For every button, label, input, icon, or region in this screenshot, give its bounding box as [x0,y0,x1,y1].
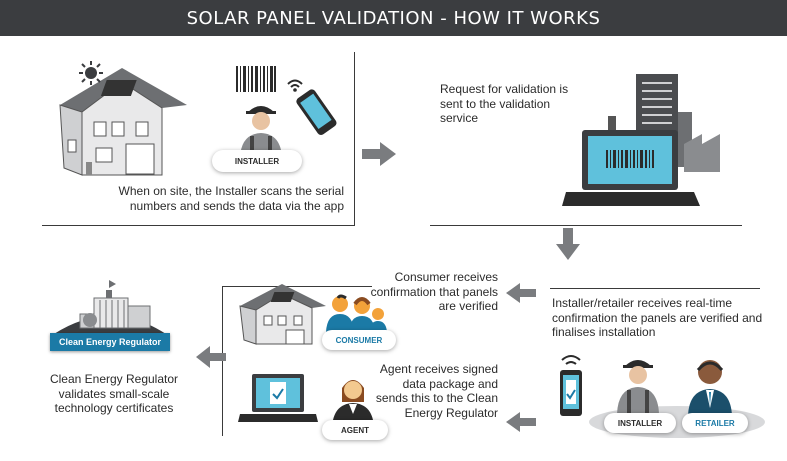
step-consumer-confirm-text: Consumer receives confirmation that pane… [370,270,498,313]
divider-bottom-left [222,286,372,287]
divider-top-left-vertical [354,52,355,226]
validation-service-illustration [562,74,720,206]
retailer-badge-label: RETAILER [695,418,735,428]
divider-bottom-right [550,288,760,289]
agent-laptop-illustration [238,374,318,422]
regulator-banner: Clean Energy Regulator [50,333,170,351]
consumer-badge-label: CONSUMER [335,335,383,345]
wifi-icon [287,79,303,92]
step-scan-text: When on site, the Installer scans the se… [118,184,344,213]
installer-badge-bottom-label: INSTALLER [617,418,663,428]
installer-badge-bottom: INSTALLER [604,413,676,433]
agent-badge: AGENT [322,420,388,440]
retailer-figure [688,360,732,416]
divider-top-right [430,225,742,226]
regulator-building-illustration [54,280,166,334]
verified-phone-icon [560,355,582,416]
installer-badge-label: INSTALLER [234,156,280,166]
arrow-left-regulator-icon [196,346,226,368]
arrow-left-consumer-icon [506,283,536,303]
step-regulator-validates-text: Clean Energy Regulator validates small-s… [49,372,179,415]
retailer-badge: RETAILER [682,413,748,433]
smartphone-icon [296,89,337,135]
step-installer-confirm-text: Installer/retailer receives real-time co… [552,296,763,339]
consumer-house-illustration [239,284,326,345]
arrow-right-icon [362,142,396,166]
arrow-left-agent-icon [506,412,536,432]
consumer-badge: CONSUMER [322,330,396,350]
house-illustration [59,68,187,176]
installer-badge-top: INSTALLER [212,150,302,172]
step-request-text: Request for validation is sent to the va… [440,82,569,125]
title-bar: SOLAR PANEL VALIDATION - HOW IT WORKS [0,0,787,36]
arrow-down-icon [556,228,580,260]
page-title: SOLAR PANEL VALIDATION - HOW IT WORKS [186,7,601,29]
divider-top-left [42,225,354,226]
agent-badge-label: AGENT [341,425,369,435]
step-agent-signed-text: Agent receives signed data package and s… [375,362,498,420]
barcode-icon [236,66,276,92]
regulator-banner-label: Clean Energy Regulator [58,337,162,347]
sun-icon [79,61,103,85]
installer-figure-bottom [617,360,659,414]
consumer-family-icon [326,294,387,332]
